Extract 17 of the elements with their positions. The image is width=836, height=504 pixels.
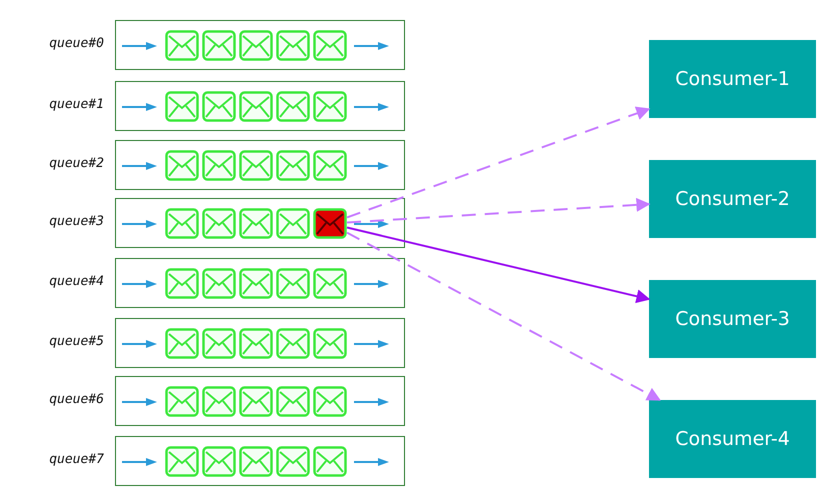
consumer-box: Consumer-1 — [649, 40, 816, 118]
arrow — [346, 106, 650, 218]
arrow — [346, 226, 650, 304]
queue-label: queue#4 — [48, 274, 104, 289]
arrow — [346, 198, 650, 224]
queue-label: queue#6 — [48, 392, 104, 407]
queue-label: queue#3 — [48, 214, 104, 229]
envelope-icon — [313, 208, 347, 239]
consumer-box: Consumer-4 — [649, 400, 816, 478]
consumer-box: Consumer-3 — [649, 280, 816, 358]
queue-label: queue#5 — [48, 334, 104, 349]
arrow — [346, 232, 661, 401]
queue-label: queue#7 — [48, 452, 104, 467]
consumer-box: Consumer-2 — [649, 160, 816, 238]
queue-label: queue#2 — [48, 156, 104, 171]
queue-label: queue#1 — [48, 97, 104, 112]
queue-label: queue#0 — [48, 36, 104, 51]
